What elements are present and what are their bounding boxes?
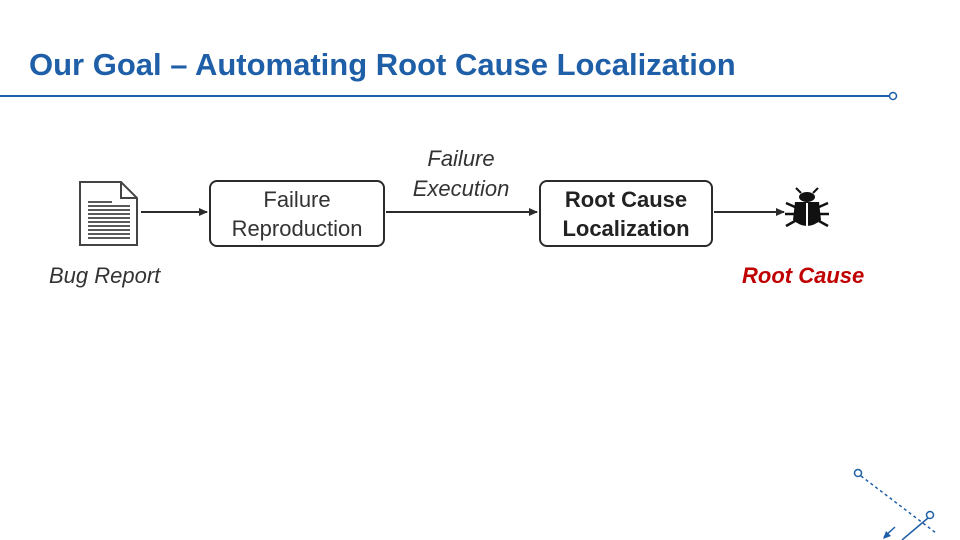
bug-report-label: Bug Report [49,263,161,288]
title-underline [0,91,898,101]
root-cause-localization-box: Root Cause Localization [539,180,713,247]
root-cause-label: Root Cause [742,263,865,288]
failure-reproduction-box: Failure Reproduction [209,180,385,247]
bug-icon [785,187,829,228]
failure-execution-label: Failure Execution [412,146,510,201]
document-icon [79,181,138,246]
slide-title: Our Goal – Automating Root Cause Localiz… [29,47,736,82]
failure-reproduction-label: Failure Reproduction [231,186,363,241]
corner-decoration [853,468,937,540]
root-cause-localization-label: Root Cause Localization [562,186,690,241]
